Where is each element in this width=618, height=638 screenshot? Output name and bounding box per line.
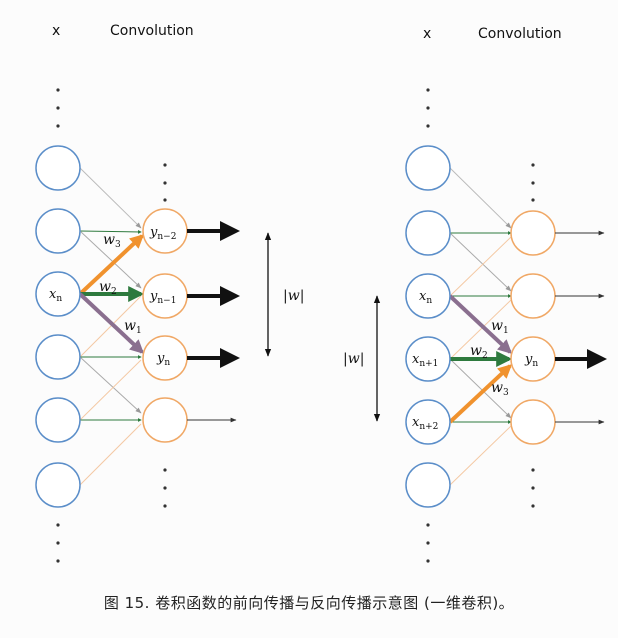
- right-output-top-ellipsis: [531, 163, 535, 202]
- left-output-label-yn: yn: [156, 351, 170, 368]
- right-weight-label-w1: w1: [491, 318, 509, 336]
- left-output-bottom-ellipsis: [163, 468, 167, 508]
- left-output-label-yn1: yn−1: [149, 289, 176, 306]
- right-output-label-yn: yn: [524, 352, 538, 369]
- right-input-label-xn2: xn+2: [412, 415, 438, 432]
- right-output-nodes: [510, 210, 556, 445]
- left-input-node: [35, 397, 81, 443]
- right-input-nodes: [405, 145, 451, 508]
- left-input-nodes: [35, 145, 81, 508]
- right-input-top-ellipsis: [426, 88, 430, 128]
- right-input-node: [405, 210, 451, 256]
- left-header-convolution: Convolution: [110, 23, 194, 39]
- left-output-nodes: [142, 208, 188, 443]
- left-input-node-xn: [35, 271, 81, 317]
- right-output-bottom-ellipsis: [531, 468, 535, 508]
- right-input-label-xn1: xn+1: [412, 352, 438, 369]
- right-arrow-w3: [448, 364, 513, 424]
- left-thin-connections: [79, 167, 142, 486]
- right-weight-label-w3: w3: [491, 380, 509, 398]
- right-input-node: [405, 462, 451, 508]
- left-weight-label-w2: w2: [99, 279, 117, 297]
- right-weight-label-w2: w2: [470, 343, 488, 361]
- left-weight-label-w3: w3: [103, 232, 121, 250]
- left-output-top-ellipsis: [163, 163, 167, 202]
- right-input-label-xn: xn: [419, 289, 432, 306]
- left-input-top-ellipsis: [56, 88, 60, 128]
- left-input-label-xn: xn: [49, 287, 62, 304]
- right-output-node: [510, 399, 556, 445]
- right-input-node-xn: [405, 273, 451, 319]
- left-weight-label-w1: w1: [124, 318, 142, 336]
- right-span-label: |w|: [343, 351, 364, 367]
- left-input-node: [35, 462, 81, 508]
- right-panel: x Convolution: [343, 26, 607, 563]
- right-input-node-xn1: [405, 336, 451, 382]
- right-input-node-xn2: [405, 399, 451, 445]
- left-input-node: [35, 334, 81, 380]
- right-output-node: [510, 210, 556, 256]
- left-input-node: [35, 145, 81, 191]
- left-output-node: [142, 397, 188, 443]
- left-panel: x Convolution: [35, 23, 304, 563]
- left-header-x: x: [52, 23, 60, 39]
- left-input-node: [35, 208, 81, 254]
- right-thin-connections: [449, 167, 512, 486]
- right-output-node: [510, 273, 556, 319]
- left-arrow-w3: [78, 234, 145, 296]
- figure-caption: 图 15. 卷积函数的前向传播与反向传播示意图 (一维卷积)。: [103, 594, 515, 612]
- left-arrow-w1: [78, 292, 145, 354]
- right-header-x: x: [423, 26, 431, 42]
- right-input-node: [405, 145, 451, 191]
- left-span-label: |w|: [283, 288, 304, 304]
- left-input-bottom-ellipsis: [56, 523, 60, 563]
- left-output-label-yn2: yn−2: [149, 225, 176, 242]
- right-arrow-w1: [448, 294, 513, 354]
- right-input-bottom-ellipsis: [426, 523, 430, 563]
- right-header-convolution: Convolution: [478, 26, 562, 42]
